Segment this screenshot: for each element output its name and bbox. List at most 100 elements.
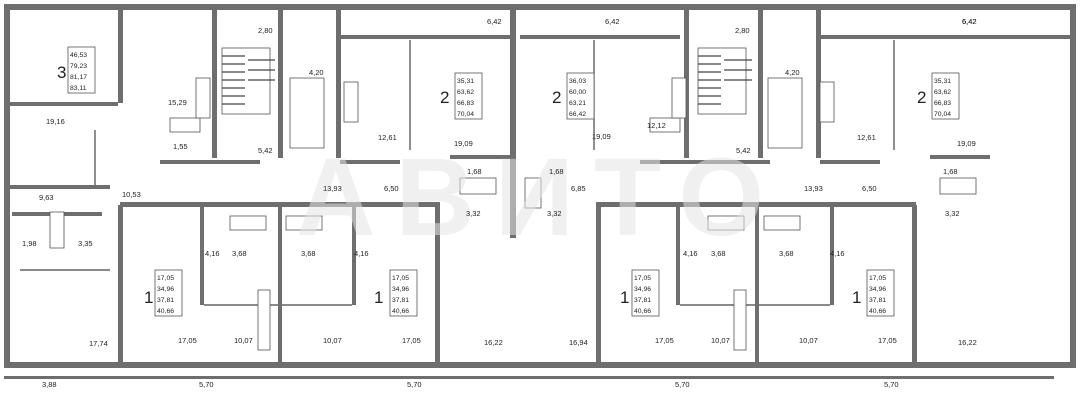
svg-text:81,17: 81,17 [70, 74, 87, 81]
room-label: 3,68 [711, 249, 726, 258]
room-label: 1,55 [173, 142, 188, 151]
room-labels: 6,42 2,80 6,42 6,42 2,80 6,42 4,20 4,20 … [22, 17, 977, 389]
svg-text:37,81: 37,81 [157, 297, 174, 304]
room-label: 10,07 [234, 336, 253, 345]
room-label: 15,29 [168, 98, 187, 107]
svg-text:79,23: 79,23 [70, 63, 87, 70]
room-label: 2,80 [735, 26, 750, 35]
room-label: 5,70 [675, 380, 690, 389]
room-label: 19,09 [957, 139, 976, 148]
room-label: 1,68 [549, 167, 564, 176]
apartment-info-1-d: 1 17,05 34,96 37,81 40,66 [852, 269, 895, 317]
svg-text:66,83: 66,83 [934, 100, 951, 107]
apartment-info-2-a: 2 35,31 63,62 66,83 70,04 [440, 72, 483, 120]
svg-text:17,05: 17,05 [392, 275, 409, 282]
room-count: 2 [440, 88, 449, 107]
room-label: 5,70 [199, 380, 214, 389]
svg-text:17,05: 17,05 [157, 275, 174, 282]
svg-text:37,81: 37,81 [392, 297, 409, 304]
stairwell-right [697, 47, 803, 149]
room-label: 19,09 [454, 139, 473, 148]
room-label: 5,70 [884, 380, 899, 389]
svg-text:83,11: 83,11 [70, 85, 87, 92]
room-label: 17,05 [655, 336, 674, 345]
room-label: 4,16 [205, 249, 220, 258]
room-count: 2 [552, 88, 561, 107]
room-count: 2 [917, 88, 926, 107]
room-label: 19,09 [592, 132, 611, 141]
svg-text:40,66: 40,66 [392, 308, 409, 315]
svg-text:66,83: 66,83 [457, 100, 474, 107]
apartment-info-3-left: 3 46,53 79,23 81,17 83,11 [57, 46, 96, 94]
room-label: 12,12 [647, 121, 666, 130]
room-label: 16,22 [484, 338, 503, 347]
watermark: АВИТО [296, 136, 784, 259]
svg-text:35,31: 35,31 [457, 78, 474, 85]
svg-text:70,04: 70,04 [934, 111, 951, 118]
room-count: 1 [852, 288, 861, 307]
room-label: 4,20 [785, 68, 800, 77]
apartment-info-1-c: 1 17,05 34,96 37,81 40,66 [620, 269, 660, 317]
room-label: 13,93 [804, 184, 823, 193]
apartment-info-2-c: 2 35,31 63,62 66,83 70,04 [917, 72, 960, 120]
room-label: 3,35 [78, 239, 93, 248]
room-label: 6,42 [487, 17, 502, 26]
svg-text:37,81: 37,81 [869, 297, 886, 304]
room-label: 6,50 [862, 184, 877, 193]
room-label: 6,42 [962, 17, 977, 26]
svg-text:40,66: 40,66 [869, 308, 886, 315]
svg-text:17,05: 17,05 [634, 275, 651, 282]
room-label: 3,88 [42, 380, 57, 389]
room-count: 1 [374, 288, 383, 307]
room-label: 1,68 [467, 167, 482, 176]
room-label: 3,68 [232, 249, 247, 258]
room-label: 6,42 [962, 17, 977, 26]
room-label: 1,98 [22, 239, 37, 248]
svg-text:40,66: 40,66 [634, 308, 651, 315]
room-label: 6,42 [605, 17, 620, 26]
svg-text:17,05: 17,05 [869, 275, 886, 282]
room-label: 3,32 [945, 209, 960, 218]
room-label: 3,68 [301, 249, 316, 258]
room-label: 4,16 [683, 249, 698, 258]
room-label: 17,74 [89, 339, 108, 348]
room-label: 9,63 [39, 193, 54, 202]
svg-text:34,96: 34,96 [157, 286, 174, 293]
room-label: 6,85 [571, 184, 586, 193]
svg-text:36,03: 36,03 [569, 78, 586, 85]
room-label: 4,20 [309, 68, 324, 77]
room-count: 1 [620, 288, 629, 307]
room-label: 16,22 [958, 338, 977, 347]
apartment-info-1-b: 1 17,05 34,96 37,81 40,66 [374, 269, 418, 317]
svg-text:35,31: 35,31 [934, 78, 951, 85]
room-label: 2,80 [258, 26, 273, 35]
room-label: 6,50 [384, 184, 399, 193]
room-label: 13,93 [323, 184, 342, 193]
room-label: 3,32 [547, 209, 562, 218]
room-label: 5,42 [258, 146, 273, 155]
room-label: 5,70 [407, 380, 422, 389]
svg-text:70,04: 70,04 [457, 111, 474, 118]
room-count: 1 [144, 288, 153, 307]
room-label: 3,32 [466, 209, 481, 218]
svg-text:34,96: 34,96 [634, 286, 651, 293]
room-label: 4,16 [354, 249, 369, 258]
room-label: 5,42 [736, 146, 751, 155]
room-label: 19,16 [46, 117, 65, 126]
svg-text:63,62: 63,62 [934, 89, 951, 96]
room-label: 4,16 [830, 249, 845, 258]
room-label: 12,61 [378, 133, 397, 142]
svg-text:60,00: 60,00 [569, 89, 586, 96]
svg-text:37,81: 37,81 [634, 297, 651, 304]
room-label: 12,61 [857, 133, 876, 142]
room-label: 16,94 [569, 338, 588, 347]
svg-text:63,21: 63,21 [569, 100, 586, 107]
room-label: 17,05 [178, 336, 197, 345]
room-label: 10,07 [323, 336, 342, 345]
bathroom-fixtures [49, 77, 977, 351]
room-count: 3 [57, 63, 66, 82]
room-label: 17,05 [402, 336, 421, 345]
room-label: 3,68 [779, 249, 794, 258]
internal-walls [10, 8, 1070, 365]
